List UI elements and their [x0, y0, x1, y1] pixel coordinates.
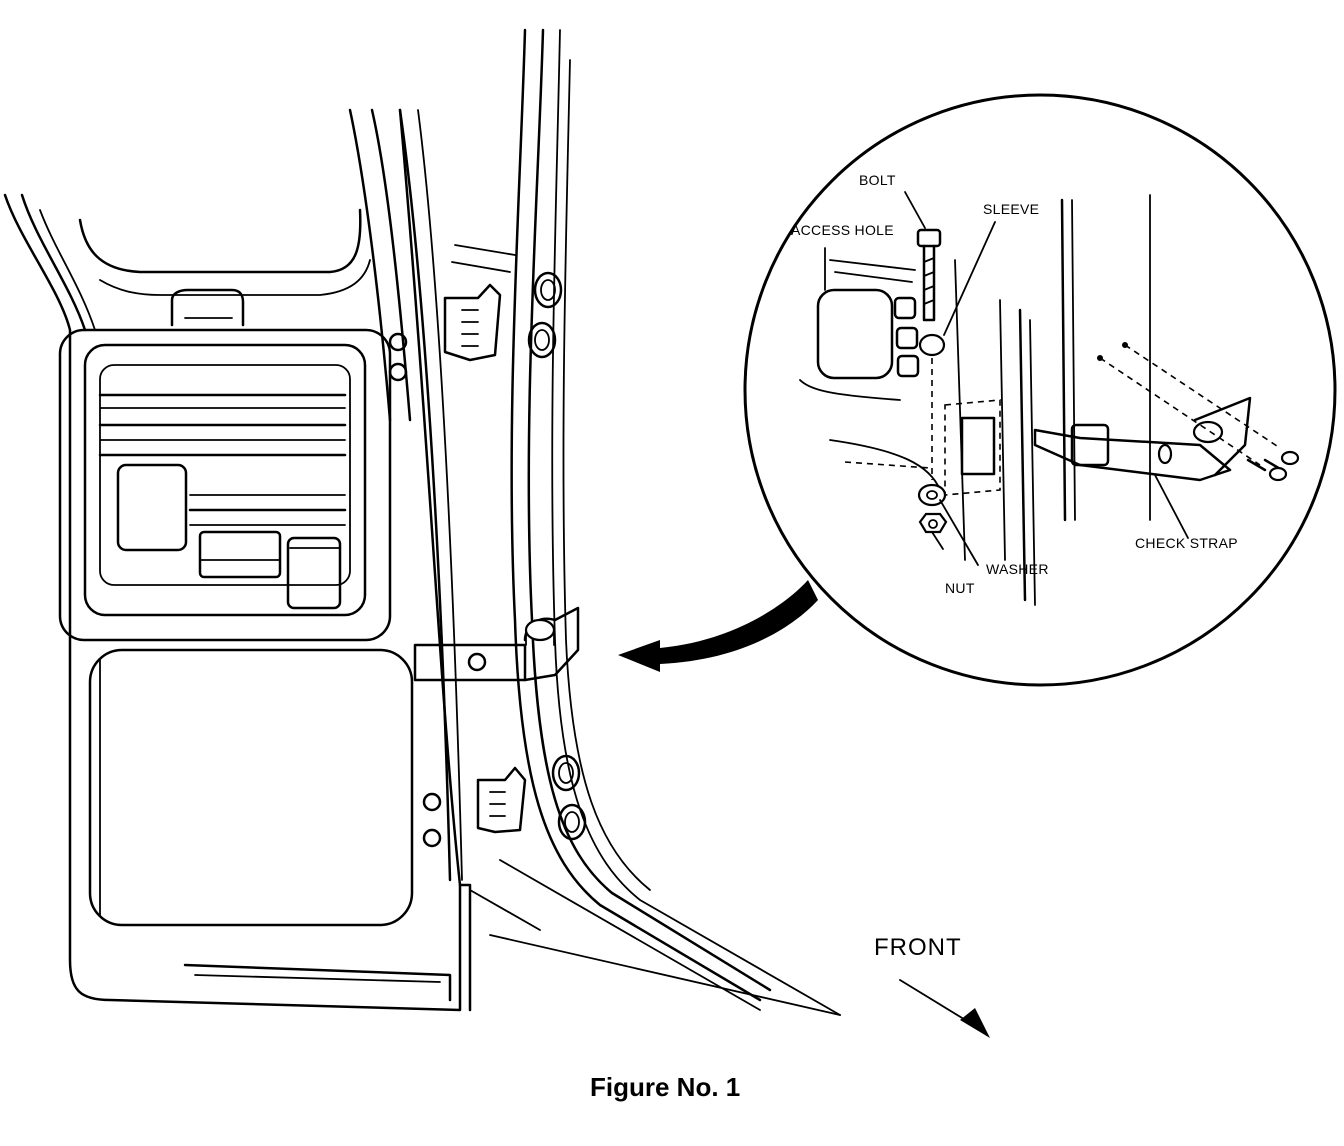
access-hole-label: ACCESS HOLE: [791, 222, 894, 238]
figure-caption: Figure No. 1: [590, 1072, 741, 1102]
rear-door: [3, 108, 472, 1012]
detail-view: [743, 93, 1337, 687]
lower-hinge: [476, 766, 527, 834]
door-check-strap: [413, 606, 580, 682]
check-strap-label: CHECK STRAP: [1135, 535, 1238, 551]
front-label: FRONT: [874, 934, 962, 961]
front-direction-arrow: [899, 979, 990, 1038]
nut-label: NUT: [945, 580, 975, 596]
bolt-label: BOLT: [859, 172, 896, 188]
sleeve-label: SLEEVE: [983, 201, 1040, 217]
washer-label: WASHER: [986, 561, 1049, 577]
upper-hinge: [443, 283, 502, 362]
detail-pointer-arrow: [618, 580, 818, 672]
van-body-pillar: [451, 28, 841, 1016]
pillar-holes: [527, 271, 587, 841]
